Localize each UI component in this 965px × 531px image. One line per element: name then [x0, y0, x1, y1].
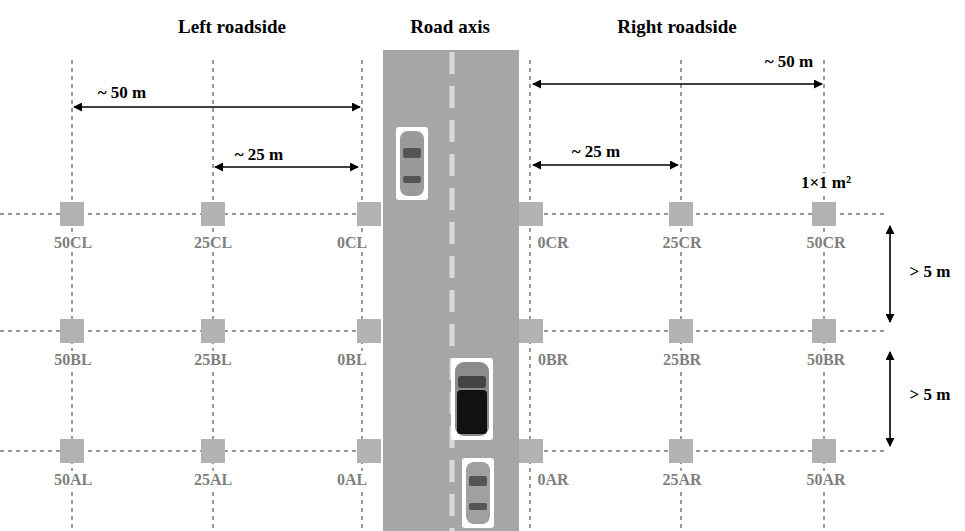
plot-label: 25AR [660, 471, 703, 489]
plot-label: 50AR [804, 471, 847, 489]
dimension-label: ~ 50 m [96, 83, 149, 103]
plot-label: 0AR [535, 471, 570, 489]
dimension-label: ~ 25 m [570, 142, 623, 162]
plot-label: 0BL [335, 351, 368, 369]
plot-label: 0CR [535, 234, 570, 252]
plot-label: 0CL [335, 234, 369, 252]
plot-label: 50CR [804, 234, 847, 252]
heading: Right roadside [615, 16, 738, 38]
plot-label: 50BL [52, 351, 93, 369]
heading: Road axis [408, 16, 492, 38]
car-3 [462, 458, 494, 528]
dimension-label: ~ 50 m [763, 52, 816, 72]
plot-label: 50CL [52, 234, 94, 252]
road [383, 50, 519, 531]
dimension-label: > 5 m [908, 385, 953, 405]
road-centre-line [450, 52, 455, 531]
plot-label: 0BR [536, 351, 570, 369]
car-2 [451, 358, 493, 440]
plot-label: 25CR [660, 234, 703, 252]
dimension-arrows [74, 84, 890, 446]
plot-label: 25AL [192, 471, 234, 489]
plot-label: 25CL [192, 234, 234, 252]
plot-label: 25BR [661, 351, 703, 369]
dimension-label: ~ 25 m [233, 145, 286, 165]
dimension-label: 1×1 m² [799, 173, 853, 193]
heading: Left roadside [176, 16, 288, 38]
car-1 [396, 127, 428, 200]
plots [60, 202, 836, 463]
plot-label: 50BR [805, 351, 847, 369]
dimension-label: > 5 m [908, 262, 953, 282]
plot-label: 25BL [192, 351, 233, 369]
plot-label: 0AL [335, 471, 369, 489]
plot-label: 50AL [52, 471, 94, 489]
